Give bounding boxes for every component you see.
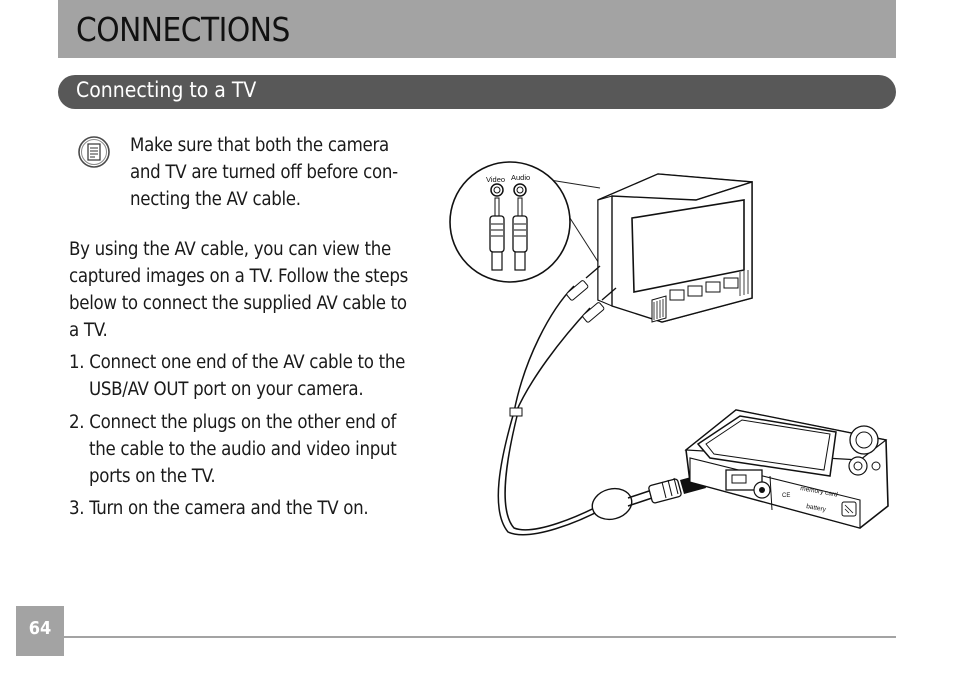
step-1: 1. Connect one end of the AV cable to th… bbox=[69, 349, 439, 403]
intro-line: By using the AV cable, you can view the bbox=[69, 239, 391, 260]
intro-paragraph: By using the AV cable, you can view the … bbox=[69, 236, 439, 344]
note-text: Make sure that both the camera and TV ar… bbox=[130, 132, 430, 213]
audio-label: Audio bbox=[511, 173, 530, 182]
note-line: Make sure that both the camera bbox=[130, 135, 389, 156]
intro-line: below to connect the supplied AV cable t… bbox=[69, 293, 407, 314]
ce-label: CE bbox=[782, 493, 790, 499]
step-line: 1. Connect one end of the AV cable to th… bbox=[69, 352, 406, 373]
step-line: the cable to the audio and video input bbox=[89, 439, 397, 460]
page-number-box: 64 bbox=[16, 606, 64, 656]
battery-label: battery bbox=[806, 503, 828, 513]
step-line: USB/AV OUT port on your camera. bbox=[89, 379, 364, 400]
page-title: CONNECTIONS bbox=[76, 10, 290, 49]
step-line: 2. Connect the plugs on the other end of bbox=[69, 412, 397, 433]
section-title: Connecting to a TV bbox=[76, 78, 257, 102]
note-icon bbox=[78, 136, 110, 168]
intro-line: captured images on a TV. Follow the step… bbox=[69, 266, 408, 287]
zoom-line bbox=[549, 179, 601, 189]
step-3: 3. Turn on the camera and the TV on. bbox=[69, 495, 439, 522]
av-cable bbox=[497, 265, 740, 536]
step-2: 2. Connect the plugs on the other end of… bbox=[69, 409, 439, 490]
step-line: 3. Turn on the camera and the TV on. bbox=[69, 498, 369, 519]
page-number: 64 bbox=[28, 618, 52, 639]
intro-line: a TV. bbox=[69, 320, 108, 341]
camera-icon: CE memory card battery bbox=[684, 409, 889, 529]
note-line: and TV are turned off before con- bbox=[130, 162, 398, 183]
note-line: necting the AV cable. bbox=[130, 189, 301, 210]
section-bar: Connecting to a TV bbox=[58, 75, 896, 109]
tv-connection-illustration: Video Audio bbox=[449, 161, 889, 536]
title-bar: CONNECTIONS bbox=[58, 0, 896, 58]
footer-rule bbox=[64, 636, 896, 638]
zoom-circle: Video Audio bbox=[449, 161, 571, 283]
tv-icon bbox=[597, 173, 753, 323]
video-label: Video bbox=[486, 175, 505, 184]
step-line: ports on the TV. bbox=[89, 466, 216, 487]
